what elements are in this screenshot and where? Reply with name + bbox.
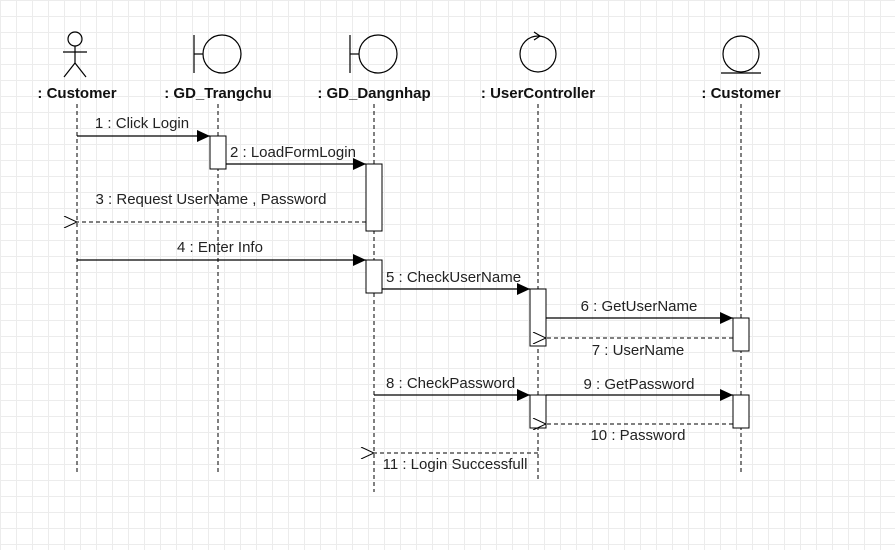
- message-label: 6 : GetUserName: [581, 298, 698, 315]
- message-label: 7 : UserName: [592, 342, 685, 359]
- participant-label: : Customer: [701, 85, 780, 102]
- activation-box: [529, 288, 547, 347]
- activation-box: [365, 259, 383, 294]
- message-label: 3 : Request UserName , Password: [96, 191, 327, 208]
- message-label: 4 : Enter Info: [177, 239, 263, 256]
- actor-icon: [63, 31, 87, 78]
- boundary-icon: [349, 34, 398, 74]
- activation-box: [732, 317, 750, 352]
- activation-box: [732, 394, 750, 429]
- activation-box: [529, 394, 547, 429]
- message-label: 10 : Password: [590, 427, 685, 444]
- message-label: 11 : Login Successfull: [383, 456, 528, 473]
- message-label: 8 : CheckPassword: [386, 375, 515, 392]
- message-label: 5 : CheckUserName: [386, 269, 521, 286]
- control-icon: [519, 31, 557, 73]
- participant-label: : Customer: [37, 85, 116, 102]
- participant-label: : GD_Dangnhap: [317, 85, 430, 102]
- activation-box: [209, 135, 227, 170]
- participant-label: : UserController: [481, 85, 595, 102]
- activation-box: [365, 163, 383, 232]
- message-label: 1 : Click Login: [95, 115, 189, 132]
- boundary-icon: [193, 34, 242, 74]
- participant-label: : GD_Trangchu: [164, 85, 272, 102]
- message-label: 9 : GetPassword: [584, 376, 695, 393]
- entity-icon: [721, 35, 761, 74]
- message-label: 2 : LoadFormLogin: [230, 144, 356, 161]
